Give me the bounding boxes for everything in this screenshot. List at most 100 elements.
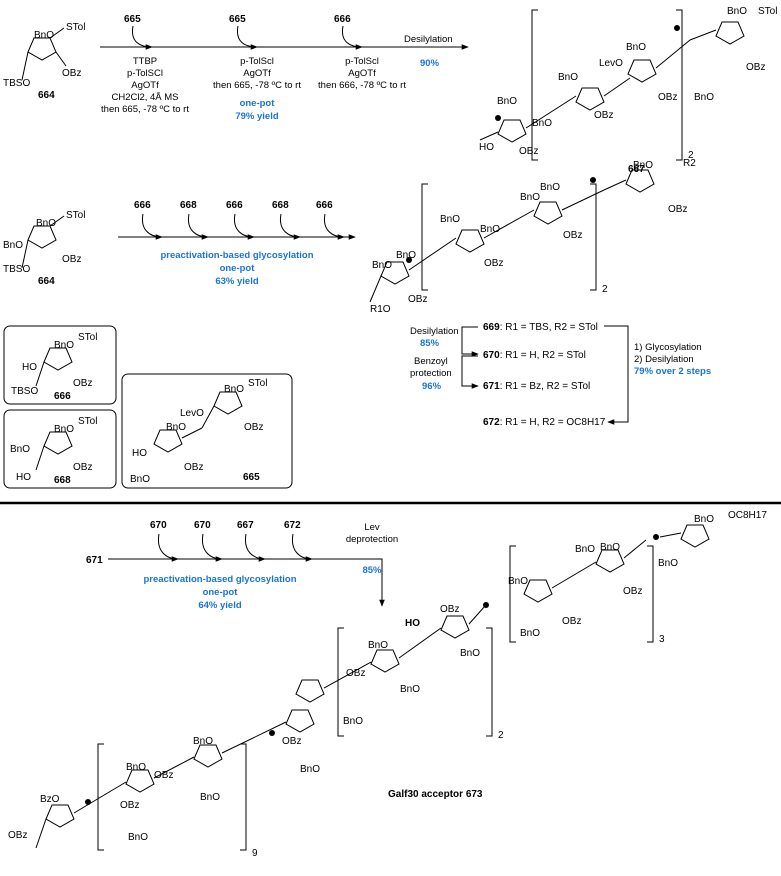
label: TBSO [3, 78, 30, 89]
svg-text:670: R1 = H, R2 = STol: 670: R1 = H, R2 = STol [483, 350, 586, 361]
step2-conditions: p-TolScl AgOTf then 665, -78 ºC to rt on… [213, 56, 301, 122]
svg-text:then 665, -78 ºC to rt: then 665, -78 ºC to rt [101, 104, 189, 115]
svg-text:LevO: LevO [599, 58, 623, 69]
svg-text:OBz: OBz [62, 254, 81, 265]
svg-text:BnO: BnO [396, 250, 416, 261]
row2-start-664: BnO STol BnO TBSO OBz 664 [3, 210, 85, 287]
step1-conditions: TTBP p-TolSCl AgOTf CH2Cl2, 4Å MS then 6… [101, 56, 189, 115]
svg-text:668: 668 [180, 200, 197, 211]
svg-text:BnO: BnO [558, 72, 578, 83]
box-666: BnO STol HO TBSO OBz 666 [3, 325, 117, 405]
svg-text:85%: 85% [420, 338, 440, 349]
svg-text:Benzoyl: Benzoyl [414, 356, 448, 367]
desilylation-label: Desilylation [404, 34, 453, 45]
svg-text:BnO: BnO [540, 182, 560, 193]
svg-text:OBz: OBz [184, 462, 203, 473]
svg-text:670: 670 [150, 520, 167, 531]
svg-text:p-TolSCl: p-TolSCl [127, 68, 163, 79]
svg-text:preactivation-based glycosylat: preactivation-based glycosylation [143, 574, 296, 585]
svg-text:BnO: BnO [130, 474, 150, 485]
svg-text:then 665, -78 ºC to rt: then 665, -78 ºC to rt [213, 80, 301, 91]
svg-text:64% yield: 64% yield [198, 600, 241, 611]
svg-text:STol: STol [78, 332, 97, 343]
svg-text:AgOTf: AgOTf [243, 68, 271, 79]
svg-text:668: 668 [272, 200, 289, 211]
svg-text:STol: STol [66, 210, 85, 221]
row1-start-664: BnO STol TBSO OBz 664 [3, 22, 85, 101]
svg-text:BnO: BnO [343, 716, 363, 727]
svg-text:then 666, -78 ºC to rt: then 666, -78 ºC to rt [318, 80, 406, 91]
svg-text:OBz: OBz [668, 204, 687, 215]
svg-text:OBz: OBz [519, 146, 538, 157]
box-665: BnO STol LevO BnO OBz HO BnO OBz 665 [121, 373, 293, 489]
svg-text:670: 670 [194, 520, 211, 531]
svg-text:672: 672 [284, 520, 301, 531]
repeat-count: 2 [602, 284, 608, 295]
series-labels: 669: R1 = TBS, R2 = STol 670: R1 = H, R2… [483, 322, 606, 428]
svg-text:p-TolScl: p-TolScl [345, 56, 379, 67]
svg-text:R1O: R1O [370, 304, 391, 315]
svg-text:666: 666 [54, 391, 71, 402]
svg-text:preactivation-based glycosylat: preactivation-based glycosylation [160, 250, 313, 261]
svg-text:Desilylation: Desilylation [410, 326, 459, 337]
svg-text:BnO: BnO [727, 6, 747, 17]
svg-text:BnO: BnO [126, 762, 146, 773]
svg-text:OBz: OBz [73, 378, 92, 389]
svg-text:BnO: BnO [626, 42, 646, 53]
svg-text:3: 3 [659, 634, 665, 645]
svg-text:666: 666 [316, 200, 333, 211]
svg-text:BnO: BnO [508, 576, 528, 587]
svg-text:BnO: BnO [460, 648, 480, 659]
svg-text:BnO: BnO [520, 628, 540, 639]
svg-text:OBz: OBz [8, 830, 27, 841]
label: STol [66, 22, 85, 33]
svg-text:OBz: OBz [282, 736, 301, 747]
repeat-count: 2 [688, 150, 694, 161]
svg-text:p-TolScl: p-TolScl [240, 56, 274, 67]
svg-text:BnO: BnO [368, 640, 388, 651]
svg-text:BnO: BnO [224, 384, 244, 395]
svg-text:R2: R2 [683, 158, 696, 169]
svg-text:AgOTf: AgOTf [131, 80, 159, 91]
svg-text:OBz: OBz [440, 604, 459, 615]
svg-text:667: 667 [237, 520, 254, 531]
svg-text:HO: HO [22, 362, 37, 373]
product-673: BnO OC8H17 BnO BnO OBz BnO BnO OBz BnO 3… [8, 510, 767, 859]
svg-text:BnO: BnO [480, 224, 500, 235]
svg-text:OBz: OBz [73, 462, 92, 473]
svg-text:BnO: BnO [658, 558, 678, 569]
reagent: 666 [334, 14, 351, 25]
svg-text:HO: HO [132, 448, 147, 459]
svg-text:STol: STol [248, 378, 267, 389]
svg-text:1) Glycosylation: 1) Glycosylation [634, 342, 702, 353]
svg-text:BnO: BnO [497, 96, 517, 107]
row2-reagents: 666 668 666 668 666 [134, 200, 345, 240]
svg-text:OBz: OBz [408, 294, 427, 305]
svg-text:OBz: OBz [154, 770, 173, 781]
svg-text:CH2Cl2, 4Å MS: CH2Cl2, 4Å MS [111, 92, 178, 103]
product-669-series: BnO R2 BnO BnO OBz BnO BnO OBz BnO BnO O… [369, 158, 696, 315]
svg-text:666: 666 [226, 200, 243, 211]
svg-text:AgOTf: AgOTf [348, 68, 376, 79]
svg-text:OBz: OBz [594, 110, 613, 121]
svg-text:BnO: BnO [10, 444, 30, 455]
svg-text:BnO: BnO [128, 832, 148, 843]
svg-text:STol: STol [78, 416, 97, 427]
svg-text:BzO: BzO [40, 794, 60, 805]
compound-id: 664 [38, 276, 55, 287]
svg-text:96%: 96% [422, 381, 442, 392]
svg-text:one-pot: one-pot [240, 98, 276, 109]
svg-text:79% yield: 79% yield [235, 111, 278, 122]
svg-text:BnO: BnO [3, 240, 23, 251]
svg-text:BnO: BnO [200, 792, 220, 803]
svg-text:BnO: BnO [694, 514, 714, 525]
svg-text:BnO: BnO [694, 92, 714, 103]
svg-text:BnO: BnO [633, 160, 653, 171]
svg-text:BnO: BnO [300, 764, 320, 775]
svg-text:669: R1 = TBS, R2 = STol: 669: R1 = TBS, R2 = STol [483, 322, 598, 333]
svg-text:OBz: OBz [120, 800, 139, 811]
svg-text:2) Desilylation: 2) Desilylation [634, 354, 694, 365]
svg-text:TTBP: TTBP [133, 56, 157, 67]
svg-text:OC8H17: OC8H17 [728, 510, 767, 521]
svg-text:BnO: BnO [54, 340, 74, 351]
